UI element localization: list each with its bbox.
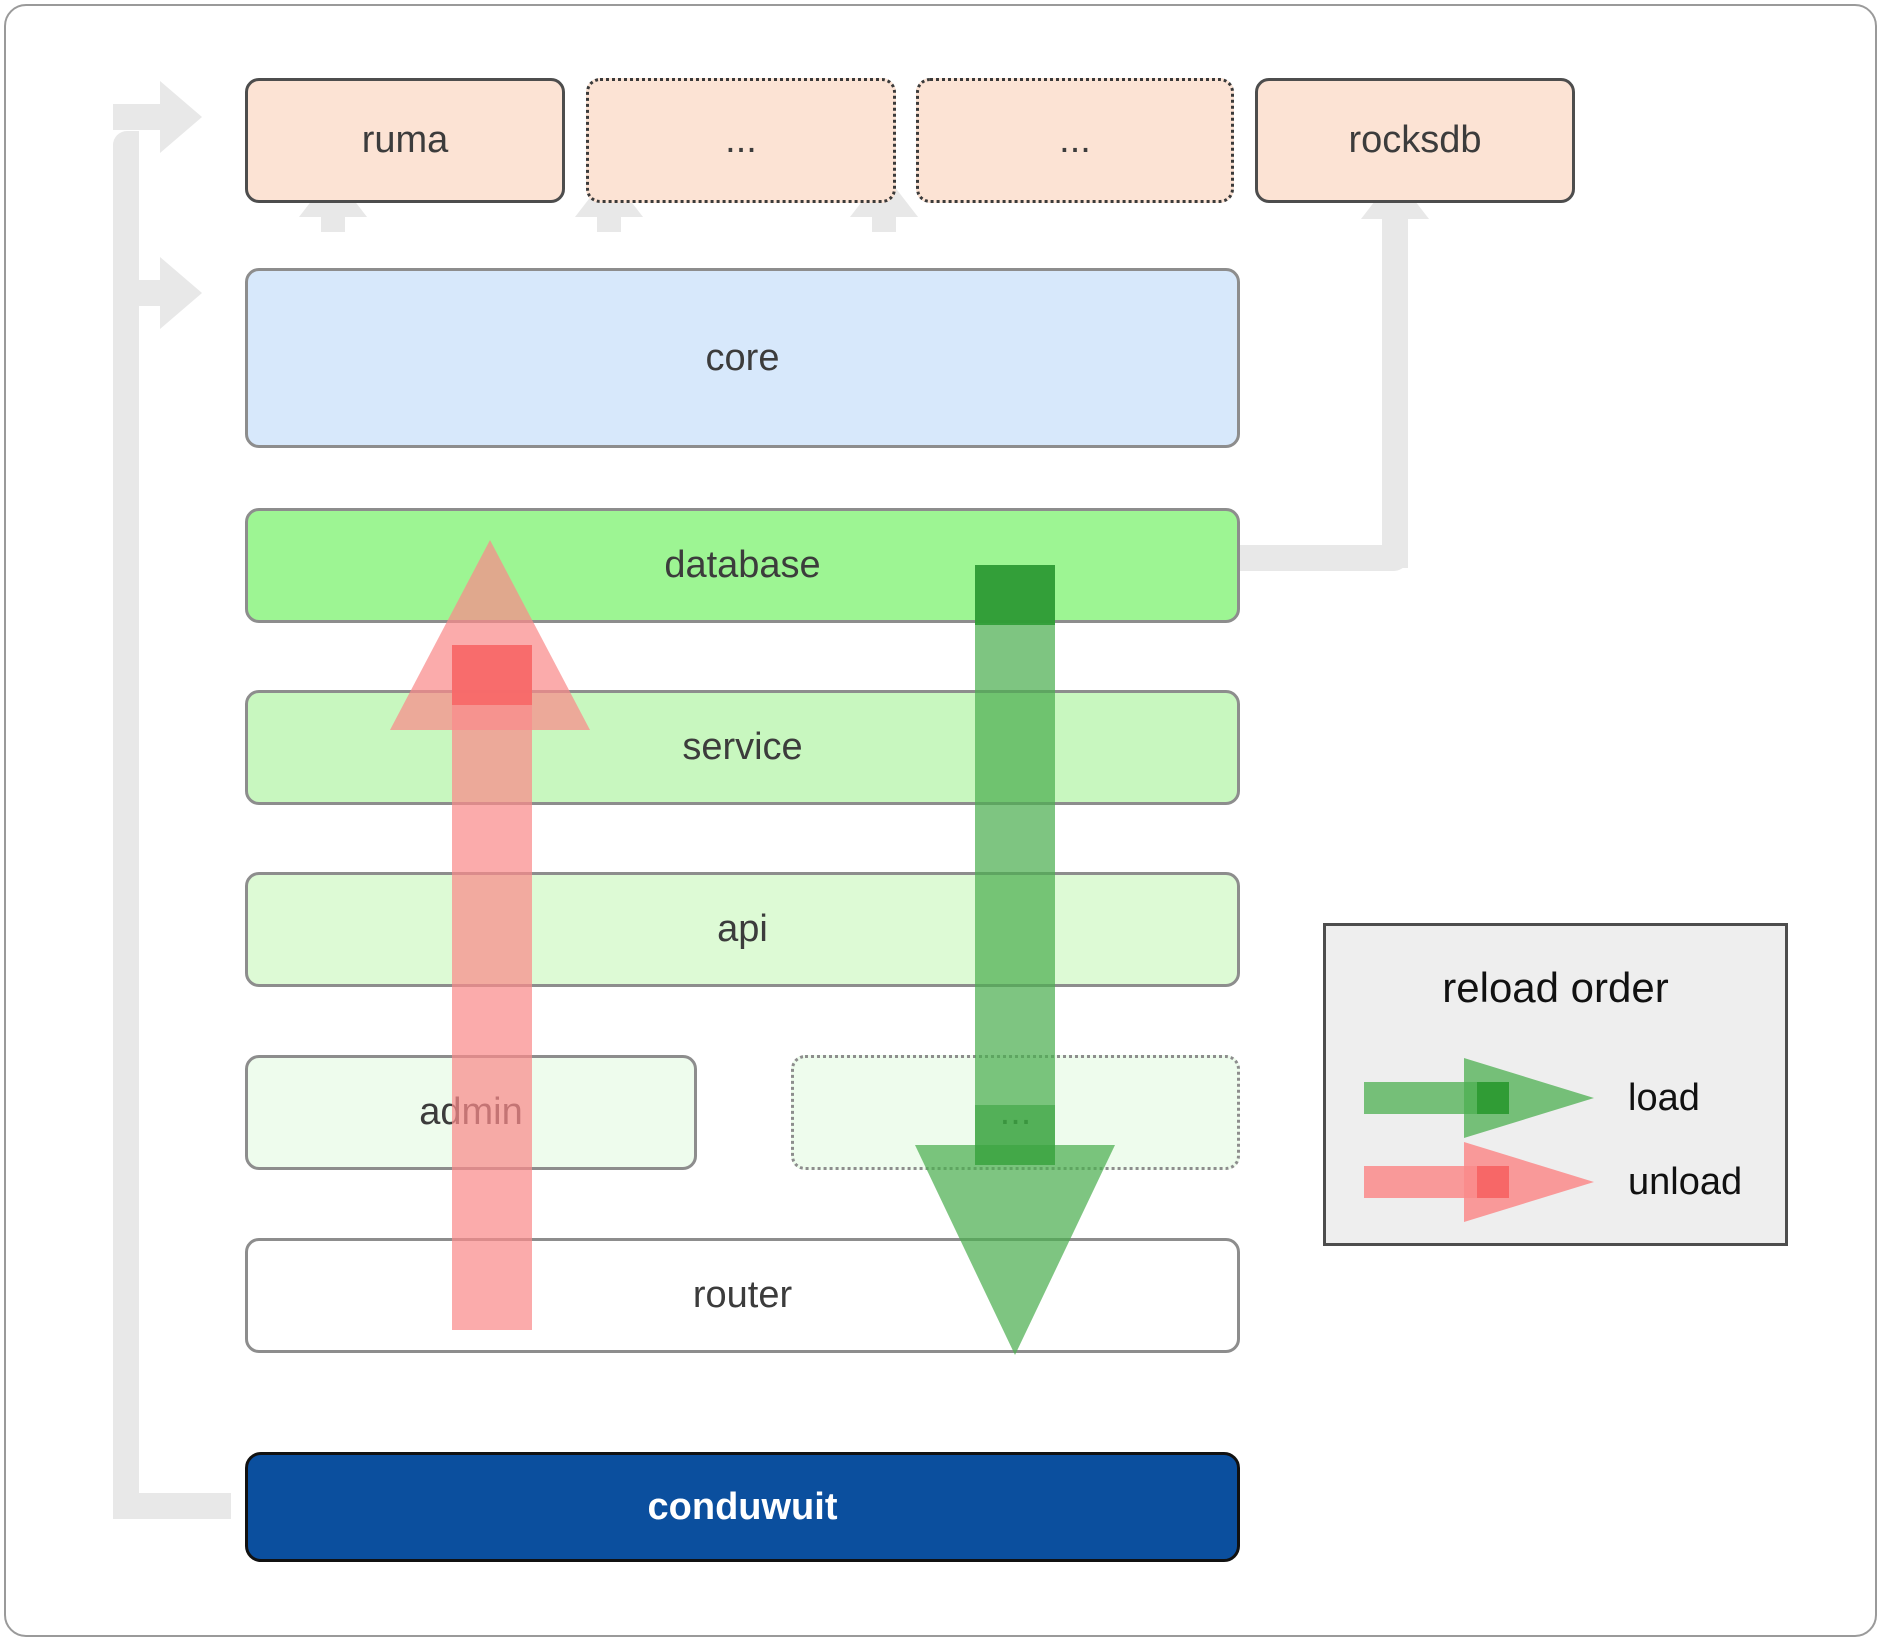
dep-box-rocksdb[interactable]: rocksdb [1255, 78, 1575, 203]
core-box[interactable]: core [245, 268, 1240, 448]
legend-label-unload: unload [1628, 1160, 1743, 1203]
dep-label: ... [725, 119, 757, 161]
layer-box-placeholder[interactable]: ... [791, 1055, 1240, 1170]
dep-box-placeholder-2[interactable]: ... [916, 78, 1234, 203]
layer-label: ... [999, 1091, 1032, 1133]
layer-box-admin[interactable]: admin [245, 1055, 697, 1170]
diagram-frame [4, 4, 1877, 1637]
legend-load-arrow-icon [1364, 1058, 1594, 1138]
gray-arrow-ruma [160, 81, 202, 153]
legend-panel: reload order load unload [1323, 923, 1788, 1246]
legend-row-load: load [1364, 1058, 1700, 1138]
dep-label: rocksdb [1348, 119, 1482, 161]
gray-trunk-vertical [113, 131, 139, 1519]
layer-label: router [692, 1274, 793, 1316]
root-box-conduwuit[interactable]: conduwuit [245, 1452, 1240, 1562]
legend-title: reload order [1442, 964, 1669, 1011]
gray-trunk-bottom-stub [113, 1493, 231, 1519]
legend-row-unload: unload [1364, 1142, 1742, 1222]
layer-box-api[interactable]: api [245, 872, 1240, 987]
legend-label-load: load [1628, 1076, 1700, 1119]
layer-label: admin [419, 1091, 523, 1133]
dep-box-placeholder-1[interactable]: ... [586, 78, 896, 203]
gray-arrow-core [160, 257, 202, 329]
core-label: core [705, 336, 780, 379]
layer-label: api [717, 908, 768, 950]
layer-box-router[interactable]: router [245, 1238, 1240, 1353]
root-label: conduwuit [647, 1485, 838, 1528]
layer-label: service [682, 726, 803, 768]
dep-box-ruma[interactable]: ruma [245, 78, 565, 203]
dep-label: ruma [361, 119, 449, 161]
gray-db-to-rocksdb-vertical [1382, 218, 1408, 568]
layer-box-database[interactable]: database [245, 508, 1240, 623]
dep-label: ... [1059, 119, 1091, 161]
legend-unload-arrow-icon [1364, 1142, 1594, 1222]
layer-box-service[interactable]: service [245, 690, 1240, 805]
layer-label: database [664, 544, 821, 586]
